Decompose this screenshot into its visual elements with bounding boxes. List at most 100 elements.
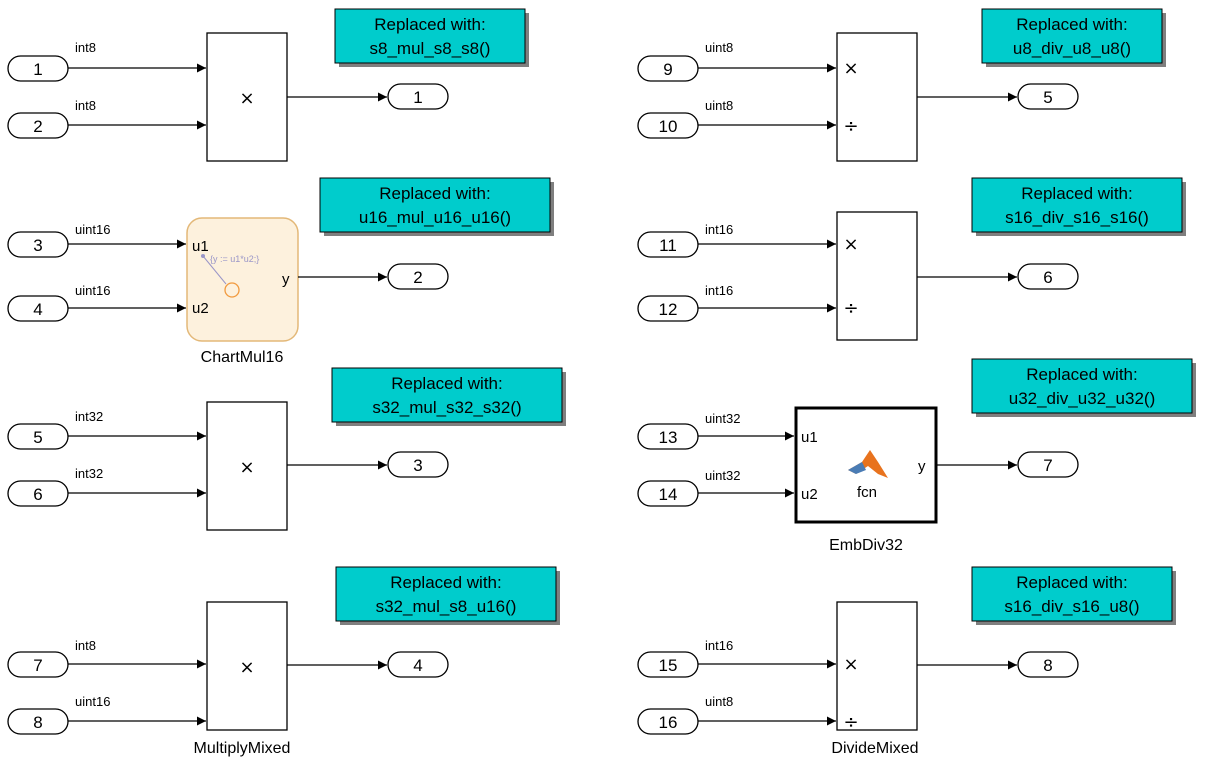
annotation-function: s16_div_s16_s16(): [1005, 208, 1149, 227]
divide-block-divide-mixed[interactable]: × ÷: [836, 601, 918, 733]
annotation-function: s8_mul_s8_s8(): [370, 39, 491, 58]
signal-type-label: int32: [75, 466, 103, 481]
product-block[interactable]: ×: [206, 401, 288, 531]
annotation-heading: Replaced with:: [1016, 573, 1128, 592]
outport-number: 5: [1043, 88, 1052, 107]
outport-7[interactable]: 7: [1017, 451, 1079, 478]
signal-type-label: uint8: [705, 694, 733, 709]
matlab-function-block[interactable]: u1 u2 y fcn: [794, 406, 938, 524]
outport-1[interactable]: 1: [387, 83, 449, 110]
inport-5[interactable]: 5: [7, 423, 69, 450]
chart-output-label: y: [282, 271, 290, 288]
annotation-u16-mul[interactable]: Replaced with: u16_mul_u16_u16(): [319, 177, 554, 236]
outport-3[interactable]: 3: [387, 451, 449, 478]
inport-14[interactable]: 14: [637, 480, 699, 507]
block-name-label: ChartMul16: [201, 349, 284, 366]
annotation-heading: Replaced with:: [379, 184, 491, 203]
annotation-u8-div[interactable]: Replaced with: u8_div_u8_u8(): [981, 8, 1166, 67]
signal-type-label: uint16: [75, 283, 110, 298]
annotation-function: u16_mul_u16_u16(): [359, 208, 511, 227]
function-output-label: y: [918, 458, 926, 475]
divide-symbol: ÷: [843, 298, 858, 319]
chart-transition-arrow: [202, 255, 227, 285]
inport-3[interactable]: 3: [7, 231, 69, 258]
inport-16[interactable]: 16: [637, 708, 699, 735]
annotation-function: s32_mul_s8_u16(): [376, 597, 517, 616]
annotation-heading: Replaced with:: [391, 374, 503, 393]
outport-6[interactable]: 6: [1017, 263, 1079, 290]
block-name-label: DivideMixed: [831, 740, 918, 757]
annotation-heading: Replaced with:: [374, 15, 486, 34]
inport-11[interactable]: 11: [637, 231, 699, 258]
inport-1[interactable]: 1: [7, 55, 69, 82]
inport-number: 14: [659, 485, 678, 504]
inport-2[interactable]: 2: [7, 112, 69, 139]
inport-number: 1: [33, 60, 42, 79]
inport-15[interactable]: 15: [637, 651, 699, 678]
annotation-s16-div-mixed[interactable]: Replaced with: s16_div_s16_u8(): [971, 566, 1176, 625]
annotation-s8-mul[interactable]: Replaced with: s8_mul_s8_s8(): [334, 8, 529, 67]
divide-block[interactable]: × ÷: [836, 211, 918, 341]
inport-number: 4: [33, 300, 42, 319]
inport-number: 3: [33, 236, 42, 255]
inport-13[interactable]: 13: [637, 423, 699, 450]
annotation-u32-div[interactable]: Replaced with: u32_div_u32_u32(): [971, 358, 1196, 417]
signal-type-label: int8: [75, 40, 96, 55]
inport-number: 12: [659, 300, 678, 319]
inport-7[interactable]: 7: [7, 651, 69, 678]
product-block-multiply-mixed[interactable]: ×: [206, 601, 288, 731]
divide-block[interactable]: × ÷: [836, 32, 918, 162]
multiply-symbol: ×: [239, 457, 254, 478]
product-block[interactable]: ×: [206, 32, 288, 162]
inport-4[interactable]: 4: [7, 295, 69, 322]
annotation-function: u8_div_u8_u8(): [1013, 39, 1131, 58]
matlab-logo-icon: [848, 450, 888, 478]
signal-type-label: int16: [705, 638, 733, 653]
multiply-symbol: ×: [843, 234, 858, 255]
inport-number: 15: [659, 656, 678, 675]
outport-5[interactable]: 5: [1017, 83, 1079, 110]
outport-number: 8: [1043, 656, 1052, 675]
signal-type-label: int8: [75, 638, 96, 653]
signal-type-label: int16: [705, 222, 733, 237]
inport-number: 7: [33, 656, 42, 675]
multiply-symbol: ×: [239, 657, 254, 678]
inport-10[interactable]: 10: [637, 112, 699, 139]
inport-12[interactable]: 12: [637, 295, 699, 322]
chart-transition-dot: [201, 254, 205, 258]
inport-8[interactable]: 8: [7, 708, 69, 735]
outport-number: 6: [1043, 268, 1052, 287]
inport-number: 16: [659, 713, 678, 732]
signal-type-label: int16: [705, 283, 733, 298]
outport-2[interactable]: 2: [387, 263, 449, 290]
inport-number: 11: [659, 236, 677, 255]
inport-6[interactable]: 6: [7, 480, 69, 507]
annotation-heading: Replaced with:: [1026, 365, 1138, 384]
chart-input-label: u1: [192, 238, 209, 255]
signal-type-label: uint32: [705, 468, 740, 483]
annotation-heading: Replaced with:: [390, 573, 502, 592]
block-name-label: EmbDiv32: [829, 537, 903, 554]
divide-symbol: ÷: [843, 116, 858, 137]
inport-number: 2: [33, 117, 42, 136]
signal-type-label: uint8: [705, 40, 733, 55]
annotation-heading: Replaced with:: [1021, 184, 1133, 203]
annotation-s32-mul-mixed[interactable]: Replaced with: s32_mul_s8_u16(): [335, 566, 560, 625]
annotation-function: s16_div_s16_u8(): [1004, 597, 1139, 616]
outport-number: 3: [413, 456, 422, 475]
chart-input-label: u2: [192, 300, 209, 317]
outport-4[interactable]: 4: [387, 651, 449, 678]
multiply-symbol: ×: [239, 88, 254, 109]
chart-junction-icon: [224, 282, 240, 298]
outport-8[interactable]: 8: [1017, 651, 1079, 678]
chart-transition-label: {y := u1*u2;}: [210, 254, 259, 264]
annotation-s32-mul[interactable]: Replaced with: s32_mul_s32_s32(): [331, 367, 566, 426]
annotation-s16-div[interactable]: Replaced with: s16_div_s16_s16(): [971, 177, 1186, 236]
divide-symbol: ÷: [843, 712, 858, 733]
inport-9[interactable]: 9: [637, 55, 699, 82]
signal-type-label: uint32: [705, 411, 740, 426]
signal-type-label: int32: [75, 409, 103, 424]
stateflow-chart-block[interactable]: u1 u2 y {y := u1*u2;}: [186, 217, 299, 342]
inport-number: 9: [663, 60, 672, 79]
